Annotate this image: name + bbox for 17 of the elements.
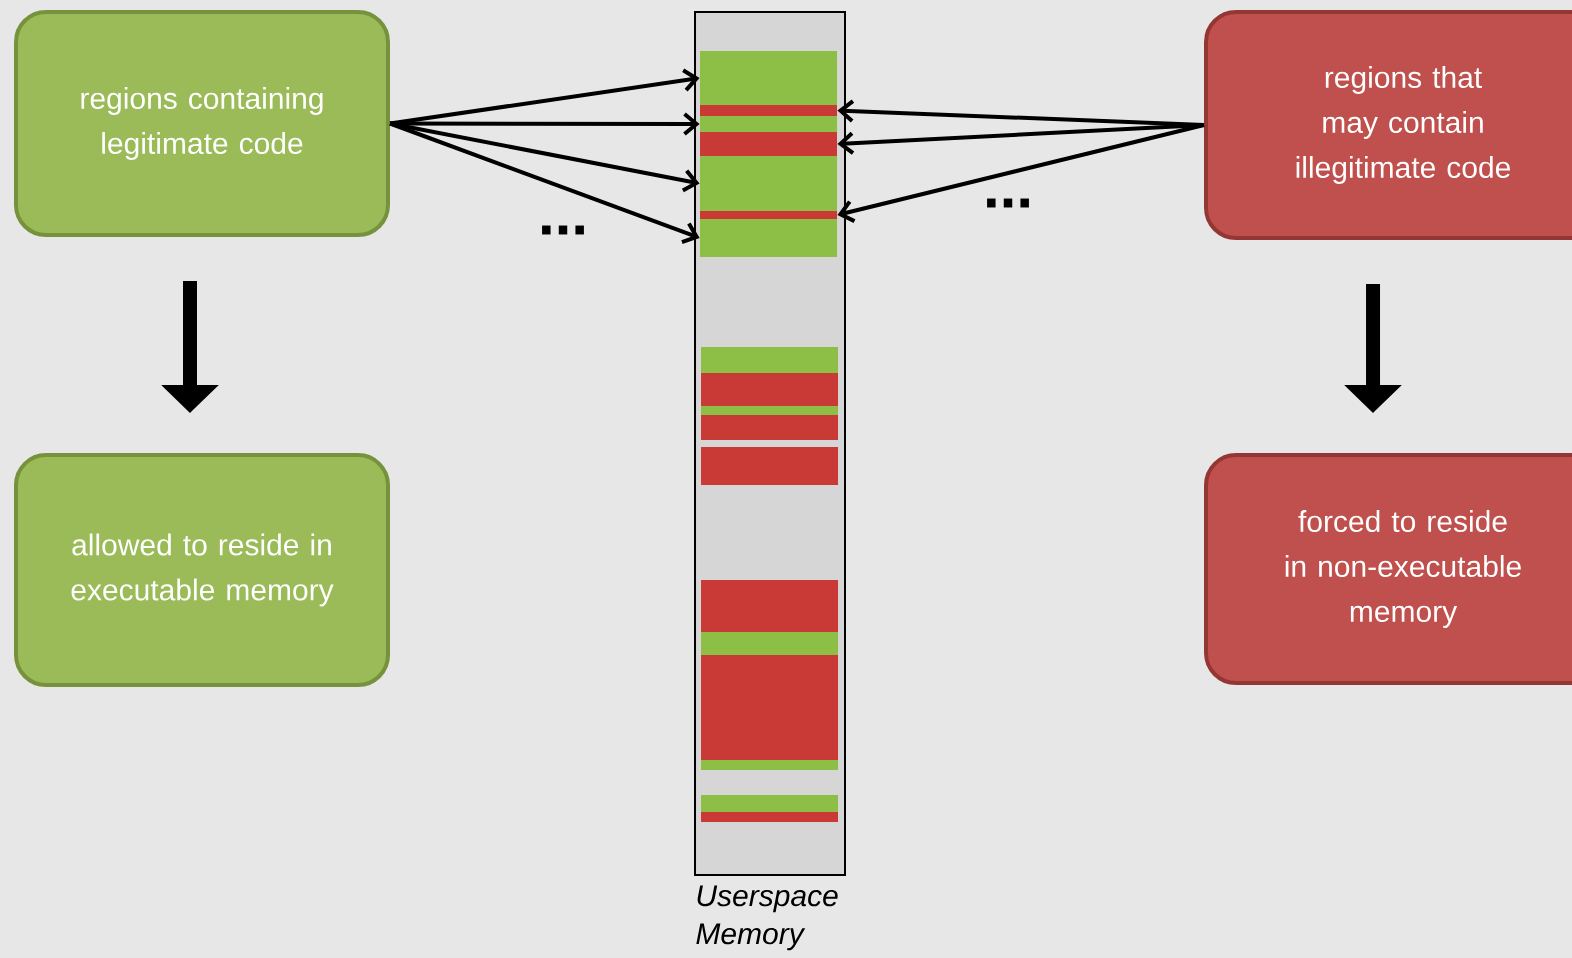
text-box: forced to reside in non-executable memory [1204, 453, 1572, 685]
arrow [837, 123, 1205, 223]
memory-segment [700, 219, 837, 257]
text-box: regions containing legitimate code [14, 10, 390, 237]
memory-segment [700, 211, 837, 219]
memory-segment [700, 51, 837, 105]
node-label: Userspace Memory [696, 885, 838, 951]
memory-segment [700, 132, 837, 156]
memory-segment [700, 116, 837, 132]
ellipsis: ... [987, 198, 1029, 208]
text-box: allowed to reside in executable memory [14, 453, 390, 687]
ellipsis: ... [542, 225, 584, 235]
arrow [389, 121, 700, 245]
text-box: regions that may contain illegitimate code [1204, 10, 1572, 240]
memory-segment [700, 105, 837, 116]
arrow [837, 123, 1205, 155]
memory-segment [700, 156, 837, 211]
